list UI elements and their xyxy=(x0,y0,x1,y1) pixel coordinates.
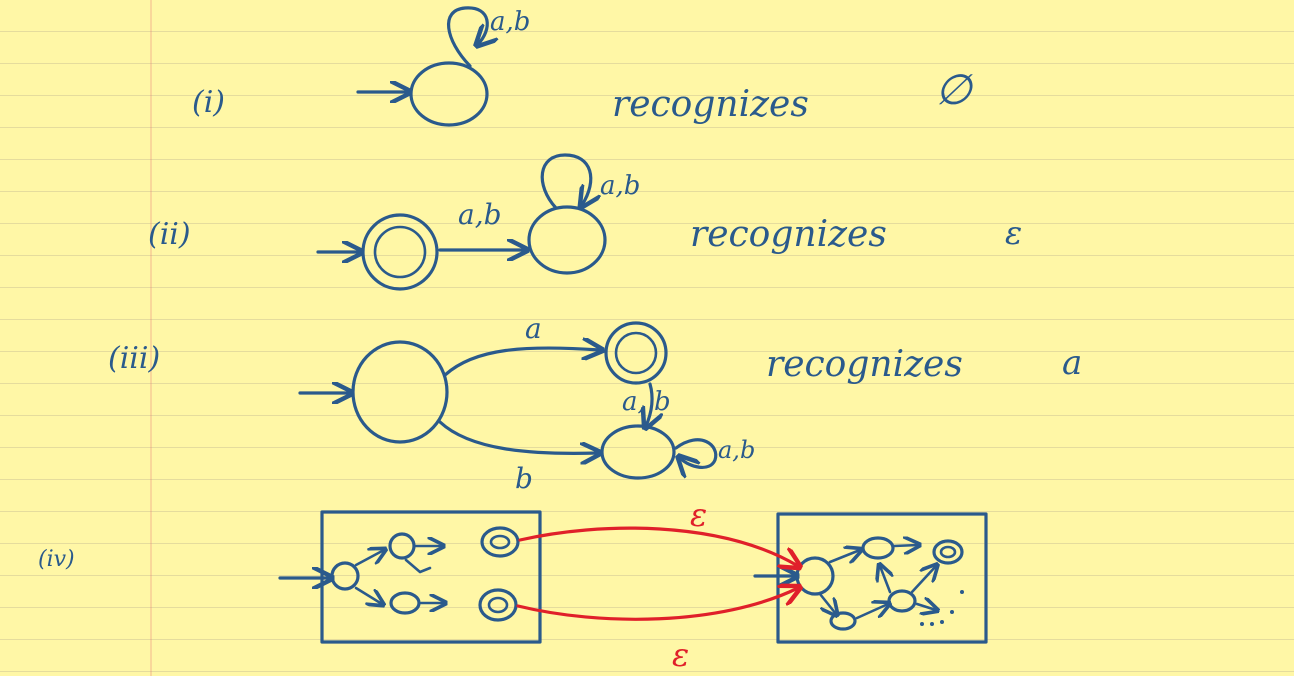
left-accept-1-inner xyxy=(489,534,511,550)
left-edge-2 xyxy=(354,586,382,604)
right-state-2 xyxy=(861,536,895,560)
self-loop-label: a,b xyxy=(600,171,640,201)
left-accept-2-inner xyxy=(487,596,509,614)
transition-down xyxy=(646,382,652,426)
left-edge-1 xyxy=(354,550,384,567)
left-edge-4 xyxy=(404,558,432,574)
right-state-4 xyxy=(887,589,917,613)
start-state xyxy=(351,340,449,444)
item-iii-label: (iii) xyxy=(108,341,160,376)
accept-state-outer xyxy=(361,213,439,291)
right-accept-inner xyxy=(939,545,957,559)
item-ii: (ii) a,b a,b recognizes ε xyxy=(148,153,1022,291)
left-state-3 xyxy=(389,591,421,615)
self-loop-label: a,b xyxy=(718,436,755,464)
right-machine-box xyxy=(776,512,988,644)
accept-state-inner xyxy=(614,331,658,375)
transition-b xyxy=(438,420,598,453)
recognizes-text: recognizes xyxy=(766,344,963,385)
dead-state xyxy=(527,205,607,275)
right-edge-3 xyxy=(818,592,836,614)
empty-set-symbol: ∅ xyxy=(935,65,974,114)
epsilon-arrow-bottom xyxy=(516,588,798,621)
right-edge-2 xyxy=(892,545,918,546)
item-iv-label: (iv) xyxy=(38,547,75,572)
left-accept-1-outer xyxy=(480,526,520,558)
recognizes-text: recognizes xyxy=(612,84,809,125)
dead-state xyxy=(600,424,676,480)
item-iv: (iv) xyxy=(38,496,988,674)
transition-a xyxy=(443,348,600,377)
right-accept-outer xyxy=(932,539,964,565)
right-edge-1 xyxy=(828,550,860,562)
accept-state-inner xyxy=(373,225,427,279)
margin-line xyxy=(150,0,152,676)
right-edge-5 xyxy=(880,566,890,594)
right-edge-4 xyxy=(855,604,888,620)
transition-label: a,b xyxy=(458,198,502,231)
self-loop-label: a,b xyxy=(490,7,530,37)
epsilon-label-top: ε xyxy=(690,496,707,534)
state-circle xyxy=(409,61,489,127)
recognizes-text: recognizes xyxy=(690,214,887,255)
epsilon-label-bottom: ε xyxy=(672,636,689,674)
left-state-2 xyxy=(388,532,416,560)
transition-b-label: b xyxy=(515,462,533,495)
item-ii-label: (ii) xyxy=(148,217,191,252)
right-edge-7 xyxy=(915,604,936,610)
epsilon-symbol: ε xyxy=(1005,214,1022,252)
transition-down-label: a, b xyxy=(622,387,671,417)
right-edge-6 xyxy=(910,566,936,594)
accept-state-outer xyxy=(604,321,668,385)
self-loop xyxy=(447,6,488,68)
left-machine-box xyxy=(320,510,542,644)
right-start-state xyxy=(795,556,835,596)
item-i: (i) a,b recognizes ∅ xyxy=(192,6,974,127)
right-state-3 xyxy=(829,611,857,631)
left-start-state xyxy=(330,561,360,591)
left-accept-2-outer xyxy=(478,588,518,622)
self-loop xyxy=(676,438,718,468)
epsilon-arrow-top xyxy=(518,526,798,566)
symbol-a: a xyxy=(1062,343,1082,383)
ellipsis-dots xyxy=(920,590,964,626)
item-iii: (iii) a b a, b a,b recognizes a xyxy=(108,312,1082,495)
transition-a-label: a xyxy=(525,312,542,345)
self-loop xyxy=(540,153,591,208)
item-i-label: (i) xyxy=(192,85,225,120)
